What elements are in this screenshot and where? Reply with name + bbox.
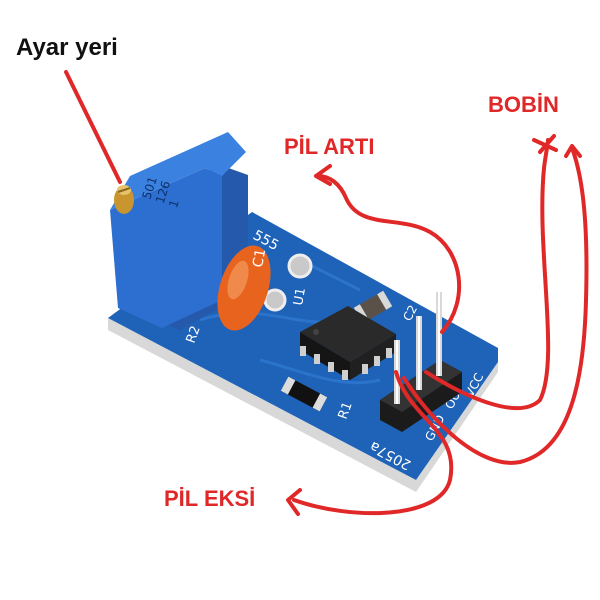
battery-plus-arrow xyxy=(314,164,332,186)
silk-r2: R2 xyxy=(184,324,204,345)
pot-text-1: 1 xyxy=(166,198,182,210)
battery-minus-arrow xyxy=(286,488,302,516)
silk-c1: C1 xyxy=(250,248,269,269)
coil-label: BOBİN xyxy=(488,92,559,117)
adjust-screw xyxy=(114,185,134,214)
coil-arrow-2 xyxy=(564,144,582,158)
potentiometer-label: 501 126 1 xyxy=(140,175,182,210)
silk-c2: C2 xyxy=(400,303,420,324)
potentiometer-top xyxy=(110,132,246,210)
battery-plus-label: PİL ARTI xyxy=(284,134,375,159)
coil-arrow-1 xyxy=(532,134,558,154)
mounting-hole xyxy=(287,253,313,279)
potentiometer-front xyxy=(110,168,222,328)
battery-minus-label: PİL EKSİ xyxy=(164,486,256,511)
coil-line-2 xyxy=(402,146,589,465)
pot-text-501: 501 xyxy=(140,175,160,201)
ic-chip xyxy=(300,306,396,380)
battery-plus-line xyxy=(316,174,462,334)
smd-resistor xyxy=(280,376,328,412)
ceramic-capacitor xyxy=(217,245,271,331)
silk-u1: U1 xyxy=(291,287,309,307)
silk-r1: R1 xyxy=(336,400,356,421)
mounting-hole xyxy=(263,288,287,312)
pot-text-126: 126 xyxy=(153,179,173,205)
adjust-location-label: Ayar yeri xyxy=(16,34,118,61)
adjust-pointer-line xyxy=(64,70,122,184)
coil-line-1 xyxy=(424,138,551,410)
annotation-lines xyxy=(64,70,589,516)
battery-minus-line xyxy=(292,370,454,516)
